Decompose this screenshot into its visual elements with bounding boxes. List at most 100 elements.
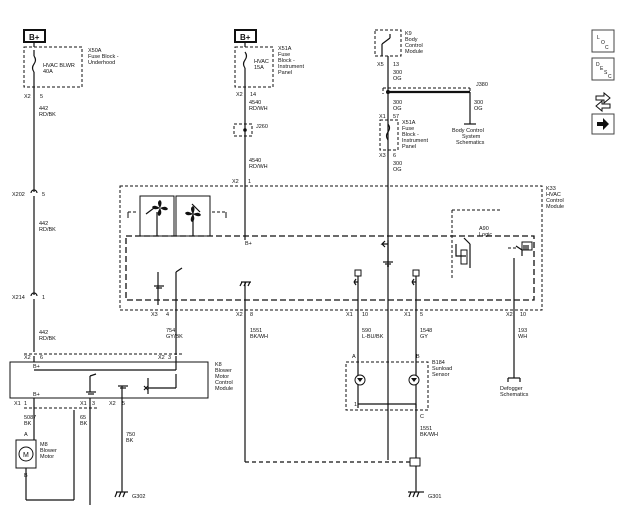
description-button[interactable]: D E S C bbox=[591, 57, 615, 81]
k33-title-3: Control bbox=[546, 198, 564, 204]
connector-pin: 4 bbox=[166, 312, 169, 318]
m8-title-3: Motor bbox=[40, 454, 54, 460]
k8-title-4: Control bbox=[215, 380, 233, 386]
wire-color: RD/BK bbox=[39, 336, 56, 342]
wire-color: OG bbox=[474, 106, 483, 112]
inline-connector-x202 bbox=[30, 189, 38, 194]
connector-label: X2 bbox=[158, 355, 165, 361]
wire-number: 300 bbox=[393, 161, 402, 167]
connector-label: X2 bbox=[232, 179, 239, 185]
connector-pin: 10 bbox=[520, 312, 526, 318]
x50a-title-3: Underhood bbox=[88, 60, 115, 66]
splice-label: J380 bbox=[476, 82, 488, 88]
m8-title-2: Blower bbox=[40, 448, 57, 454]
connector-pin: 5 bbox=[40, 94, 43, 100]
fuse-label: HVAC bbox=[254, 59, 269, 65]
defogger-schematic-ref-1[interactable]: Defogger bbox=[500, 386, 523, 392]
b184-title-2: Sunload bbox=[432, 366, 452, 372]
k8-title-3: Motor bbox=[215, 374, 229, 380]
wire-color: L-BU/BK bbox=[362, 334, 384, 340]
pin-label: 1 bbox=[354, 402, 357, 408]
connector-label: X2 bbox=[24, 94, 31, 100]
k8-title-5: Module bbox=[215, 386, 233, 392]
k9-title-1: K9 bbox=[405, 31, 412, 37]
bcm-schematic-ref-2[interactable]: System bbox=[462, 134, 481, 140]
wire-color: OG bbox=[393, 76, 402, 82]
wire-color: GY bbox=[420, 334, 428, 340]
wire-color: BK bbox=[126, 438, 134, 444]
b184-sensor-box bbox=[345, 361, 429, 411]
connector-pin: 6 bbox=[393, 153, 396, 159]
ground-symbol bbox=[408, 491, 420, 498]
connector-flip-button[interactable] bbox=[595, 91, 611, 113]
fuse-symbol bbox=[242, 51, 248, 69]
x51a-mid-module-box bbox=[379, 119, 399, 151]
wire-number: 442 bbox=[39, 221, 48, 227]
wire-color: RD/WH bbox=[249, 164, 268, 170]
pin-label: A bbox=[352, 354, 356, 360]
wire-number: 590 bbox=[362, 328, 371, 334]
location-button[interactable]: L O C bbox=[591, 29, 615, 53]
a90-title-2: Logic bbox=[479, 232, 492, 238]
defogger-schematic-ref-2[interactable]: Schematics bbox=[500, 392, 529, 398]
transistor-symbol bbox=[143, 385, 149, 391]
ground-label: G302 bbox=[132, 494, 145, 500]
ground-symbol bbox=[114, 491, 126, 498]
fan-decrease-icon[interactable] bbox=[152, 200, 168, 216]
connector-pin: 1 bbox=[42, 295, 45, 301]
connector-pin: 5 bbox=[420, 312, 423, 318]
k33-title-4: Module bbox=[546, 204, 564, 210]
battery-box-left: B+ bbox=[23, 29, 46, 43]
connector-pin: 14 bbox=[250, 92, 256, 98]
k9-title-2: Body bbox=[405, 37, 418, 43]
location-icon-letter: C bbox=[605, 45, 609, 51]
next-page-button[interactable] bbox=[591, 113, 615, 135]
connector-pin: 6 bbox=[40, 355, 43, 361]
fuse-amps: 15A bbox=[254, 65, 264, 71]
x51a-title-4: Instrument bbox=[278, 64, 304, 70]
connector-label: X1 bbox=[379, 114, 386, 120]
connector-pin: 57 bbox=[393, 114, 399, 120]
x51a-mid-title-1: X51A bbox=[402, 120, 416, 126]
bcm-schematic-ref-3[interactable]: Schematics bbox=[456, 140, 485, 146]
wire-number: 754 bbox=[166, 328, 175, 334]
splice-label: J260 bbox=[256, 124, 268, 130]
motor-symbol bbox=[18, 446, 34, 462]
connector-pin: 10 bbox=[362, 312, 368, 318]
connector-label: X1 bbox=[346, 312, 353, 318]
pin-label: C bbox=[420, 414, 424, 420]
x51a-title-2: Fuse bbox=[278, 52, 290, 58]
connector-label: X2 bbox=[109, 401, 116, 407]
description-icon-letter: C bbox=[608, 74, 612, 80]
wire-color: BK bbox=[80, 421, 88, 427]
fuse-hvac-blwr-label: HVAC BLWR bbox=[43, 63, 75, 69]
bcm-schematic-ref-1[interactable]: Body Control bbox=[452, 128, 484, 134]
k8-title-2: Blower bbox=[215, 368, 232, 374]
wire-number: 5087 bbox=[24, 415, 36, 421]
connector-pin: 5 bbox=[122, 401, 125, 407]
wire-number: 300 bbox=[393, 100, 402, 106]
connector-pin: 3 bbox=[92, 401, 95, 407]
k33-module-box bbox=[119, 185, 543, 311]
fan-control-buttons bbox=[127, 195, 227, 237]
bplus-label: B+ bbox=[240, 33, 251, 42]
b184-title-3: Sensor bbox=[432, 372, 450, 378]
bplus-label: B+ bbox=[33, 392, 40, 398]
a90-logic-box bbox=[125, 235, 535, 301]
x51a-top-module-box bbox=[234, 46, 274, 88]
wire-number: 442 bbox=[39, 106, 48, 112]
wire-color: RD/BK bbox=[39, 112, 56, 118]
connector-pin: 1 bbox=[24, 401, 27, 407]
wire-number: 442 bbox=[39, 330, 48, 336]
x51a-mid-title-5: Panel bbox=[402, 144, 416, 150]
connector-pin: 1 bbox=[248, 179, 251, 185]
fuse-hvac-blwr-amps: 40A bbox=[43, 69, 53, 75]
connector-pin: 13 bbox=[393, 62, 399, 68]
wire-color: BK bbox=[24, 421, 32, 427]
k9-title-4: Module bbox=[405, 49, 423, 55]
pin-label: B bbox=[416, 354, 420, 360]
connector-label: X1 bbox=[404, 312, 411, 318]
x50a-title-1: X50A bbox=[88, 48, 102, 54]
k9-module-box bbox=[374, 29, 402, 57]
x51a-mid-title-3: Block - bbox=[402, 132, 419, 138]
